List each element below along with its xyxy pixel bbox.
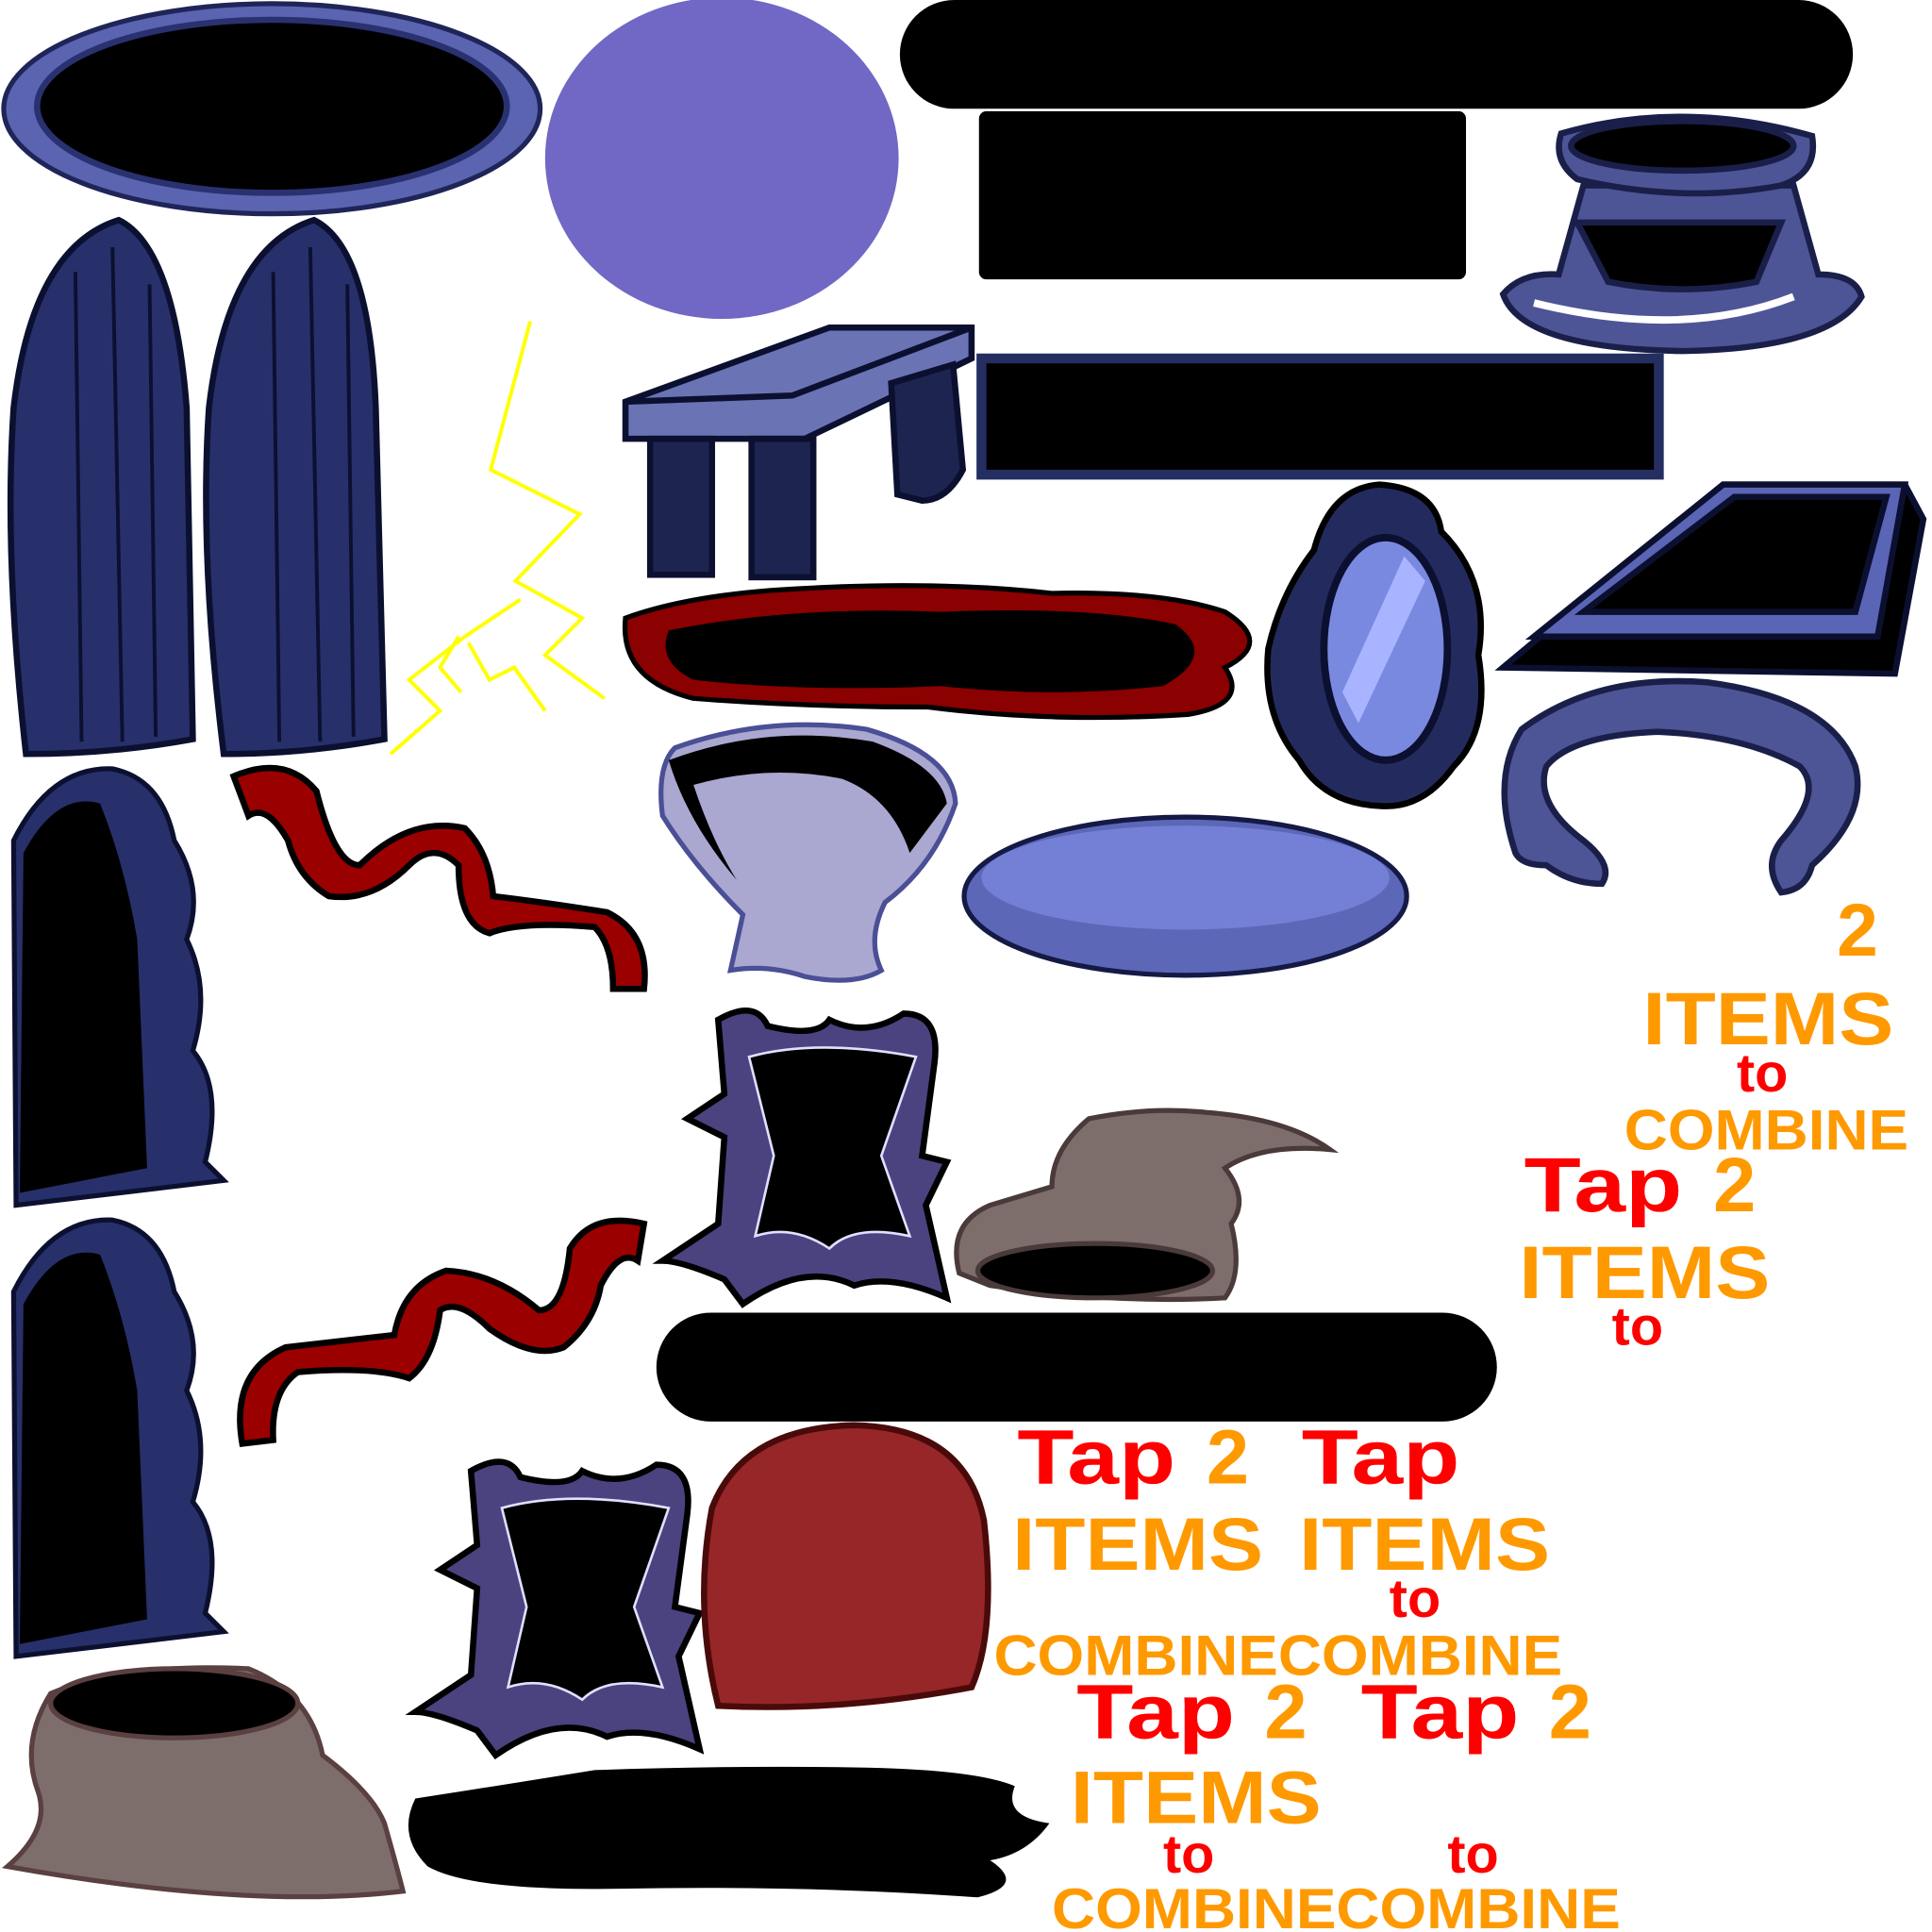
- hint-number: 2: [1837, 889, 1878, 972]
- combine-hint-block-2: Tap 2 ITEMS to: [1519, 1142, 1770, 1357]
- framed-black-panel-sprite: [976, 353, 1664, 480]
- hint-to: to: [1390, 1569, 1441, 1629]
- hint-number: 2: [1549, 1669, 1591, 1755]
- hint-number: 2: [1713, 1142, 1756, 1228]
- blood-puddle-sprite: [622, 583, 1253, 721]
- hint-tap: Tap: [1302, 1414, 1460, 1500]
- gothic-frame-sprite: [652, 1008, 952, 1308]
- ash-pile-sprite: [1, 1665, 407, 1900]
- lightning-sprite: [389, 321, 606, 756]
- hint-to: to: [1447, 1824, 1498, 1885]
- curtain-left-sprite: [7, 216, 196, 758]
- hint-tap: Tap: [1076, 1669, 1235, 1755]
- combine-hint-block-4: Tap 2 Tap 2 ITEMS to to COMBINECOMBINE: [1052, 1669, 1621, 1932]
- hint-to: to: [1612, 1297, 1663, 1357]
- hint-items: ITEMS: [1642, 977, 1893, 1060]
- tray-sprite: [1494, 481, 1927, 677]
- hint-tap: Tap: [1361, 1669, 1520, 1755]
- oval-portal-sprite: [1, 1, 543, 217]
- red-cushion-sprite: [701, 1422, 991, 1710]
- dark-door-panel-sprite: [10, 766, 229, 1208]
- combine-hint-block-3: Tap 2 Tap ITEMS ITEMS to COMBINECOMBINE: [993, 1414, 1562, 1687]
- hint-items: ITEMS: [1071, 1757, 1322, 1840]
- dark-door-panel-sprite-2: [10, 1217, 229, 1659]
- blue-rug-sprite: [961, 814, 1409, 978]
- hint-number: 2: [1207, 1414, 1249, 1500]
- hint-combine: COMBINE: [1624, 1098, 1908, 1162]
- black-bar-sprite-2: [656, 1312, 1497, 1422]
- mirror-sprite: [1264, 481, 1485, 809]
- hint-combine: COMBINECOMBINE: [1052, 1876, 1621, 1932]
- red-ribbon-sprite: [229, 764, 648, 992]
- purple-circle-sprite: [544, 0, 899, 320]
- curtain-right-sprite: [203, 216, 388, 758]
- hint-combine: COMBINECOMBINE: [993, 1623, 1562, 1687]
- hint-items: ITEMS: [1012, 1503, 1263, 1586]
- hint-items: ITEMS: [1299, 1503, 1550, 1586]
- hint-tap: Tap: [1017, 1414, 1175, 1500]
- red-ribbon-sprite-2: [237, 1217, 648, 1448]
- hint-items: ITEMS: [1519, 1231, 1770, 1314]
- combine-hint-block-1: 2 ITEMS to COMBINE: [1624, 889, 1908, 1162]
- hint-to: to: [1163, 1824, 1214, 1885]
- band-arch-sprite: [1501, 677, 1861, 896]
- gothic-frame-sprite-2: [405, 1458, 705, 1760]
- hint-number: 2: [1264, 1669, 1307, 1755]
- black-panel-sprite: [978, 110, 1467, 280]
- hint-to: to: [1737, 1043, 1788, 1104]
- top-hat-sprite: [1499, 113, 1865, 355]
- black-bar-sprite: [899, 0, 1854, 109]
- hint-tap: Tap: [1524, 1142, 1683, 1228]
- bench-sprite: [622, 324, 975, 581]
- vase-sprite: [658, 722, 958, 983]
- witch-hat-sprite: [954, 1108, 1340, 1303]
- black-puddle-sprite: [408, 1766, 1050, 1898]
